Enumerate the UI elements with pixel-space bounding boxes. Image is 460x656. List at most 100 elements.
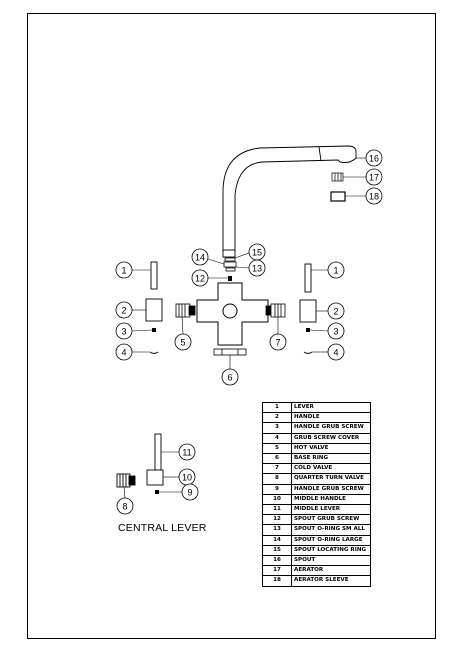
svg-text:10: 10 bbox=[182, 473, 192, 483]
part-name: GRUB SCREW COVER bbox=[291, 432, 371, 444]
callout-5: 5 bbox=[174, 333, 192, 351]
callout-2-left: 2 bbox=[115, 301, 133, 319]
part-name: MIDDLE HANDLE bbox=[291, 493, 371, 506]
svg-text:4: 4 bbox=[121, 348, 126, 358]
callout-14: 14 bbox=[191, 248, 209, 266]
part-name: BASE RING bbox=[291, 453, 371, 465]
svg-text:11: 11 bbox=[182, 448, 191, 458]
svg-text:13: 13 bbox=[252, 264, 262, 274]
central-lever-label: CENTRAL LEVER bbox=[118, 522, 207, 534]
part-name: HANDLE GRUB SCREW bbox=[291, 422, 371, 434]
svg-text:14: 14 bbox=[195, 253, 205, 263]
right-lever bbox=[304, 263, 312, 293]
callout-18: 18 bbox=[365, 187, 383, 205]
part-number: 14 bbox=[262, 534, 292, 546]
hot-valve bbox=[175, 303, 196, 318]
part-name: QUARTER TURN VALVE bbox=[291, 473, 371, 485]
middle-lever bbox=[154, 433, 162, 471]
svg-text:1: 1 bbox=[333, 266, 338, 276]
part-number: 11 bbox=[262, 504, 292, 516]
callout-1-left: 1 bbox=[115, 261, 133, 279]
svg-text:1: 1 bbox=[121, 266, 126, 276]
part-number: 13 bbox=[262, 524, 292, 536]
callout-3-right: 3 bbox=[327, 322, 345, 340]
spout-grub-screw bbox=[228, 276, 232, 281]
callout-16: 16 bbox=[365, 149, 383, 167]
part-name: MIDDLE LEVER bbox=[291, 504, 371, 516]
body-port bbox=[222, 303, 238, 319]
part-name: SPOUT LOCATING RING bbox=[291, 544, 371, 557]
left-grub-cover bbox=[149, 351, 159, 354]
callout-4-right: 4 bbox=[327, 343, 345, 361]
part-number: 18 bbox=[262, 575, 292, 587]
part-name: SPOUT bbox=[291, 555, 371, 567]
callout-2-right: 2 bbox=[327, 302, 345, 320]
callouts: 16 17 18 15 14 13 12 1 2 3 4 5 1 2 3 4 7… bbox=[115, 149, 383, 515]
spout bbox=[222, 145, 357, 258]
callout-3-left: 3 bbox=[115, 322, 133, 340]
central-grub-screw bbox=[155, 490, 159, 494]
part-number: 16 bbox=[262, 555, 292, 567]
cold-valve bbox=[265, 303, 286, 318]
aerator bbox=[331, 172, 344, 182]
callout-8: 8 bbox=[116, 497, 134, 515]
left-grub-screw bbox=[152, 328, 156, 332]
part-name: AERATOR SLEEVE bbox=[291, 575, 371, 587]
aerator-sleeve bbox=[330, 191, 346, 202]
part-number: 7 bbox=[262, 463, 292, 475]
drawing-frame bbox=[27, 13, 436, 639]
callout-10: 10 bbox=[178, 468, 196, 486]
callout-6: 6 bbox=[221, 368, 239, 386]
part-number: 9 bbox=[262, 483, 292, 495]
part-name: HANDLE bbox=[291, 412, 371, 424]
part-number: 15 bbox=[262, 544, 292, 557]
svg-text:7: 7 bbox=[275, 338, 280, 348]
svg-text:2: 2 bbox=[121, 306, 126, 316]
svg-text:3: 3 bbox=[121, 327, 126, 337]
part-number: 3 bbox=[262, 422, 292, 434]
part-number: 6 bbox=[262, 453, 292, 465]
part-number: 8 bbox=[262, 473, 292, 485]
callout-13: 13 bbox=[248, 259, 266, 277]
callout-12: 12 bbox=[191, 269, 209, 287]
part-name: HOT VALVE bbox=[291, 442, 371, 455]
quarter-turn-valve bbox=[116, 473, 136, 488]
svg-text:9: 9 bbox=[187, 488, 192, 498]
svg-text:8: 8 bbox=[122, 502, 127, 512]
right-grub-screw bbox=[306, 328, 310, 332]
callout-1-right: 1 bbox=[327, 261, 345, 279]
callout-4-left: 4 bbox=[115, 343, 133, 361]
part-number: 12 bbox=[262, 514, 292, 526]
part-number: 1 bbox=[262, 401, 292, 414]
callout-17: 17 bbox=[365, 168, 383, 186]
part-name: SPOUT O-RING SM ALL bbox=[291, 524, 371, 536]
svg-text:3: 3 bbox=[333, 327, 338, 337]
left-handle-set bbox=[145, 261, 163, 354]
callout-11: 11 bbox=[178, 443, 196, 461]
part-number: 5 bbox=[262, 442, 292, 455]
callout-7: 7 bbox=[269, 333, 287, 351]
part-number: 4 bbox=[262, 432, 292, 444]
part-name: COLD VALVE bbox=[291, 463, 371, 475]
part-name: SPOUT GRUB SCREW bbox=[291, 514, 371, 526]
central-lever-set bbox=[116, 433, 164, 494]
base-ring bbox=[213, 348, 247, 356]
callout-15: 15 bbox=[248, 243, 266, 261]
